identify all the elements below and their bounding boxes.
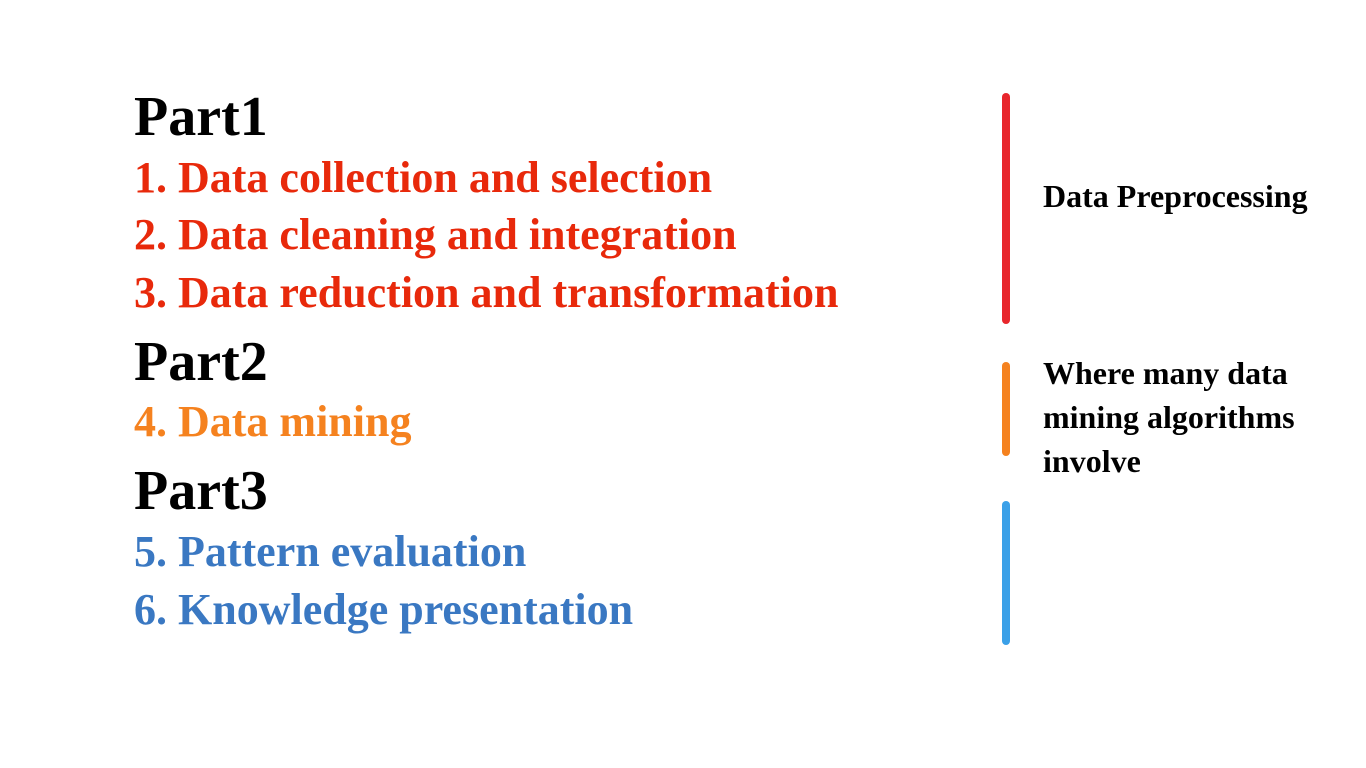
step-data-collection: 1. Data collection and selection [134,153,713,202]
mining-algorithms-note: Where many data mining algorithms involv… [1043,351,1295,483]
step-data-reduction: 3. Data reduction and transformation [134,268,839,317]
part3-heading: Part3 [134,460,268,522]
mining-note-line-1: Where many data [1043,355,1288,391]
step-pattern-evaluation: 5. Pattern evaluation [134,527,527,576]
part1-bracket-bar [1002,93,1010,324]
part1-heading: Part1 [134,86,268,148]
step-data-mining: 4. Data mining [134,397,412,446]
part2-bracket-bar [1002,362,1010,456]
part3-bracket-bar [1002,501,1010,645]
part2-heading: Part2 [134,331,268,393]
mining-note-line-3: involve [1043,443,1141,479]
step-data-cleaning: 2. Data cleaning and integration [134,210,737,259]
mining-note-line-2: mining algorithms [1043,399,1295,435]
step-knowledge-presentation: 6. Knowledge presentation [134,585,634,634]
data-preprocessing-note: Data Preprocessing [1043,178,1308,214]
